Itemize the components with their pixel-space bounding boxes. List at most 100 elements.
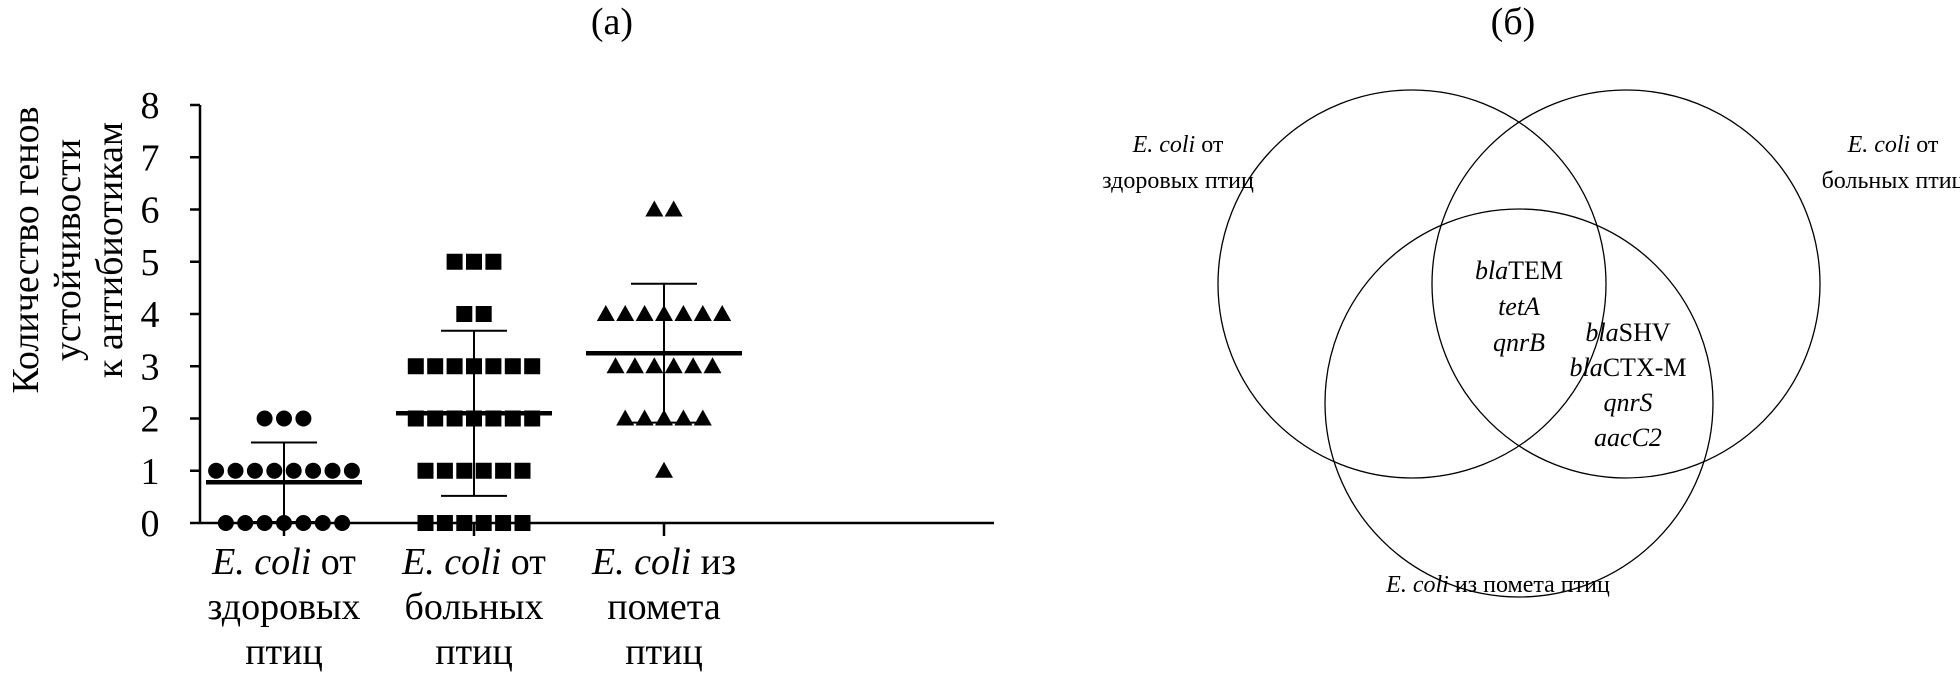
data-point [674,305,693,321]
panel-b-label: (б) [1491,1,1536,43]
venn-gene-label: qnrS [1603,388,1652,417]
data-point [485,253,502,270]
data-point [524,410,541,427]
data-point [285,462,302,479]
data-point [485,410,502,427]
y-axis-label-line: к антибиотикам [89,122,131,378]
data-point [485,358,502,375]
data-point [324,462,341,479]
data-point [276,515,292,531]
venn-gene-label: qnrB [1493,328,1545,357]
data-point [475,306,492,322]
data-point [466,358,482,375]
data-point [246,462,263,479]
data-point [237,515,254,531]
category-label-line: птиц [245,631,323,673]
data-point [475,462,492,479]
data-point [625,357,644,374]
data-point [266,462,283,479]
data-point [514,515,531,531]
y-tick-label: 0 [141,503,160,545]
data-point [645,200,664,217]
data-point [475,515,492,531]
data-point [305,462,322,479]
venn-set-labels: E. coli от здоровых птиц E. coli от больных… [1102,132,1960,598]
data-point [456,515,473,531]
data-point [446,253,463,270]
category-label-line: помета [607,586,721,628]
data-point [276,410,292,427]
data-point [514,462,531,479]
data-point [256,410,273,427]
venn-diagram: E. coli от здоровых птиц E. coli от больных… [1102,89,1960,598]
data-point [314,515,331,531]
category-label-line: E. coli от [401,541,546,583]
venn-set-label-line: E. coli от [1132,132,1224,158]
category-label-line: больных [405,586,544,628]
data-point [693,409,712,426]
data-point [446,410,463,427]
venn-set-label-line: больных птиц [1822,168,1960,194]
data-point [436,515,453,531]
data-point [334,515,351,531]
data-point [635,409,654,426]
data-point [504,358,521,375]
data-point [606,357,625,374]
data-point [596,305,615,321]
y-tick-label: 1 [141,451,160,493]
data-point [684,357,703,374]
data-point [436,462,453,479]
venn-set-label-line: E. coli от [1847,132,1939,158]
y-tick-label: 8 [141,85,160,127]
venn-set-label-line: E. coli из помета птиц [1385,572,1610,598]
data-point [616,409,635,426]
data-point [524,358,541,375]
data-point [635,305,654,321]
data-point [227,462,244,479]
data-point [295,410,312,427]
data-point [456,306,473,322]
venn-gene-label: tetA [1498,292,1540,321]
data-point [456,462,473,479]
data-point [407,358,424,375]
venn-gene-label: blaCTX-M [1569,353,1686,382]
data-points [208,200,732,531]
y-tick-label: 3 [141,346,160,388]
category-label-line: E. coli от [211,541,356,583]
venn-gene-label: blaSHV [1585,318,1670,347]
data-point [655,305,673,321]
data-point [713,305,732,321]
venn-gene-label: blaTEM [1475,256,1563,285]
data-point [616,305,635,321]
data-point [703,357,722,374]
data-point [217,515,234,531]
data-point [256,515,273,531]
y-axis-label-line: Количество генов [5,106,47,393]
y-tick-label: 5 [141,242,160,284]
panel-a-label: (а) [591,1,633,43]
data-point [495,515,512,531]
data-point [674,409,693,426]
data-point [655,409,673,426]
venn-circle-sick [1431,89,1821,479]
data-point [504,410,521,427]
category-label-line: птиц [435,631,513,673]
data-point [417,515,434,531]
data-point [495,462,512,479]
data-point [343,462,360,479]
venn-set-label-line: здоровых птиц [1102,168,1254,194]
category-label-line: здоровых [207,586,360,628]
data-point [645,357,664,374]
venn-circle-healthy [1217,89,1607,479]
y-tick-label: 4 [141,294,160,336]
data-point [655,461,673,478]
y-tick-label: 2 [141,399,160,441]
data-point [466,410,482,427]
y-tick-label: 7 [141,137,160,179]
